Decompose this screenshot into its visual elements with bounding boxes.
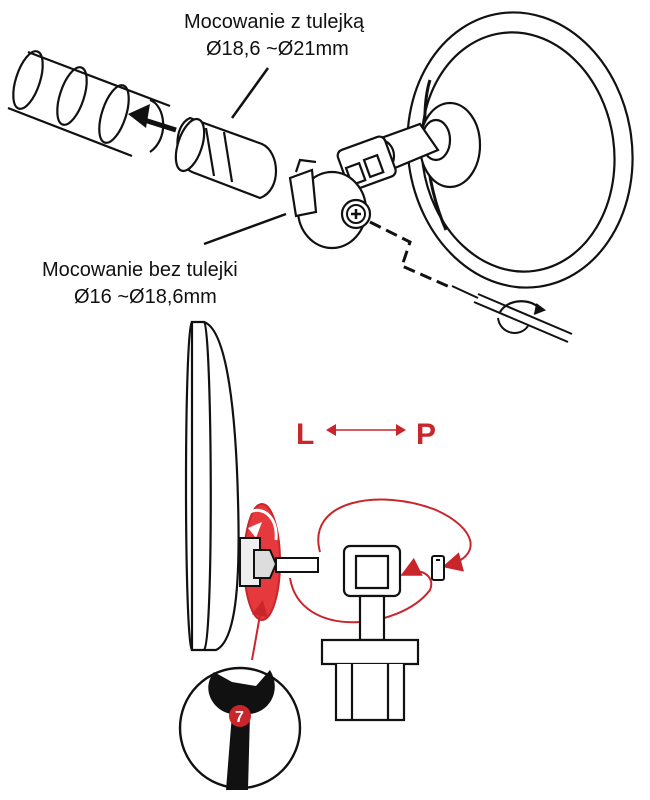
top-label-leader	[230, 67, 270, 119]
bottom-label-line1: Mocowanie bez tulejki	[42, 259, 238, 281]
wrench-detail: 7	[178, 666, 302, 790]
bottom-label-leader	[203, 212, 287, 246]
wrench-size-badge	[229, 705, 251, 727]
direction-right: P	[416, 418, 436, 451]
wrench-icon	[208, 670, 275, 790]
rotate-arrows	[289, 498, 472, 624]
bottom-label-line2: Ø16 ~Ø18,6mm	[74, 286, 217, 308]
socket-adapter	[320, 544, 420, 722]
bottom-mount-label: Mocowanie bez tulejki Ø16 ~Ø18,6mm	[42, 259, 238, 308]
wrench-size: 7	[235, 709, 244, 726]
handlebar-tube	[7, 50, 171, 158]
screw-path-dashed	[369, 220, 453, 290]
small-insert	[431, 555, 445, 581]
insert-arrow-icon	[128, 104, 177, 133]
top-mount-label: Mocowanie z tulejką Ø18,6 ~Ø21mm	[184, 11, 365, 60]
sleeve-bushing	[174, 116, 278, 200]
wrench-arrow	[251, 600, 268, 661]
top-label-line2: Ø18,6 ~Ø21mm	[206, 38, 349, 60]
mount-screw-icon	[346, 204, 366, 224]
direction-left: L	[296, 418, 314, 451]
direction-indicator: L P	[296, 418, 436, 451]
shaft-nut	[239, 537, 319, 587]
screwdriver-icon	[451, 285, 573, 343]
mirror-side-profile	[184, 320, 240, 652]
top-label-line1: Mocowanie z tulejką	[184, 11, 365, 33]
